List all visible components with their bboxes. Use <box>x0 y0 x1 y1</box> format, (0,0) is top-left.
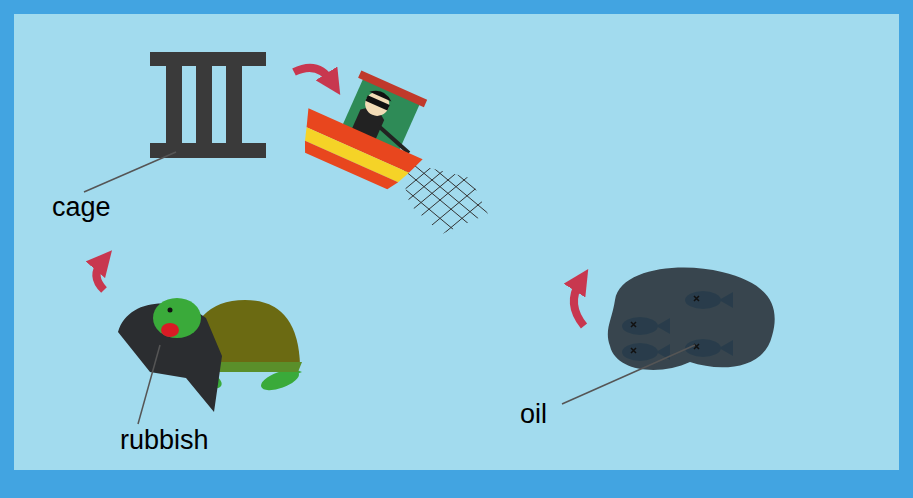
oil-slick <box>608 268 775 370</box>
cycle-arrow <box>294 68 332 82</box>
fish-eyes <box>631 296 699 353</box>
leader-line <box>562 345 695 404</box>
cycle-arrow <box>96 262 104 290</box>
turtle-head <box>153 298 201 338</box>
part-label: rubbish <box>120 426 209 456</box>
sea-ground <box>14 14 899 470</box>
fishing-boat <box>291 57 540 280</box>
leader-line <box>138 345 160 424</box>
cage-symbol <box>150 52 266 158</box>
cycle-arrow <box>574 282 584 326</box>
part-label: cage <box>52 193 111 223</box>
leader-line <box>84 152 176 192</box>
part-label: oil <box>520 400 547 430</box>
